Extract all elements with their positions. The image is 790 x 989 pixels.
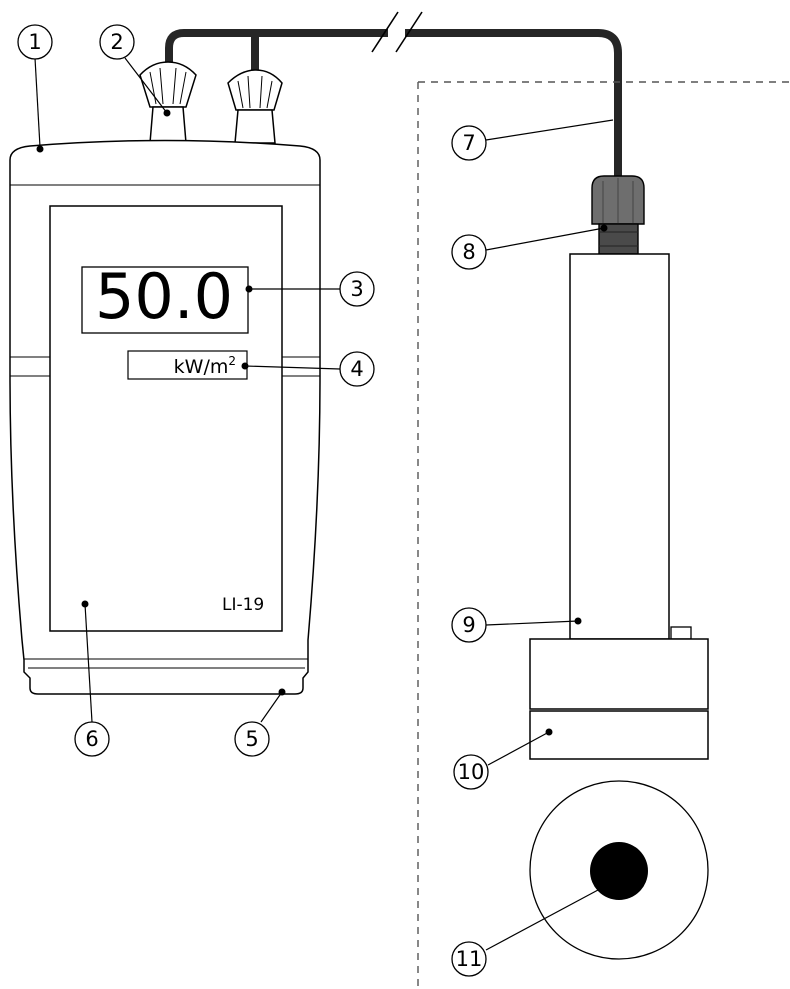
cable-gland <box>591 175 645 255</box>
connector-left <box>139 61 197 144</box>
probe-base <box>529 638 709 710</box>
callout-5-label: 5 <box>245 727 258 751</box>
callout-5: 5 <box>234 721 270 757</box>
callout-10: 10 <box>453 754 489 790</box>
callout-1-label: 1 <box>28 30 41 54</box>
callout-10-label: 10 <box>458 760 485 784</box>
callout-9: 9 <box>451 607 487 643</box>
callout-7: 7 <box>451 125 487 161</box>
callout-8-label: 8 <box>462 240 475 264</box>
callout-8: 8 <box>451 234 487 270</box>
callout-3: 3 <box>339 271 375 307</box>
callout-4-label: 4 <box>350 357 363 381</box>
connector-right <box>227 69 283 144</box>
probe-tube <box>569 253 670 640</box>
callout-3-label: 3 <box>350 277 363 301</box>
sensor-element <box>590 842 648 900</box>
callout-4: 4 <box>339 351 375 387</box>
probe-head <box>529 710 709 760</box>
callout-7-label: 7 <box>462 131 475 155</box>
callout-2-label: 2 <box>110 30 123 54</box>
callout-6-label: 6 <box>85 727 98 751</box>
callout-9-label: 9 <box>462 613 475 637</box>
model-label: LI-19 <box>222 595 264 615</box>
unit-box <box>127 350 248 380</box>
callout-6: 6 <box>74 721 110 757</box>
probe-nipple <box>670 626 692 640</box>
leader-lines <box>34 57 614 951</box>
unit-label: kW/m2 <box>174 354 236 378</box>
callout-11-label: 11 <box>456 947 483 971</box>
callout-11: 11 <box>451 941 487 977</box>
callout-2: 2 <box>99 24 135 60</box>
unit-base: kW/m <box>174 356 229 378</box>
leader-dots <box>36 109 608 736</box>
dashed-boundary <box>417 81 790 989</box>
unit-exponent: 2 <box>228 354 236 368</box>
cable-break-mark <box>371 11 423 53</box>
display-reading: 50.0 <box>95 260 233 333</box>
display-window <box>81 266 249 334</box>
callout-1: 1 <box>17 24 53 60</box>
